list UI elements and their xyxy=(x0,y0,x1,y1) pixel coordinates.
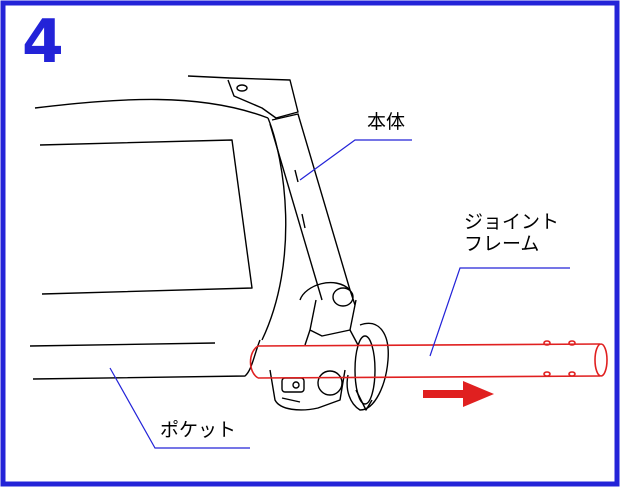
label-pocket: ポケット xyxy=(160,419,237,441)
main-body xyxy=(29,98,287,380)
joint-mechanism xyxy=(269,281,389,411)
label-joint-frame-line1: ジョイント xyxy=(464,211,560,233)
step-number: 4 xyxy=(22,7,64,77)
leader-lines xyxy=(109,139,570,449)
upright-frame xyxy=(187,75,351,301)
label-joint-frame-line2: フレーム xyxy=(464,232,540,255)
label-joint-frame: ジョイント フレーム xyxy=(464,211,560,256)
leader-line-body xyxy=(299,139,412,181)
label-body: 本体 xyxy=(367,111,406,133)
leader-line-joint-frame xyxy=(429,267,570,357)
joint-frame-tube xyxy=(249,340,608,379)
arrow-right-icon xyxy=(423,381,494,407)
leader-line-pocket xyxy=(109,367,250,449)
